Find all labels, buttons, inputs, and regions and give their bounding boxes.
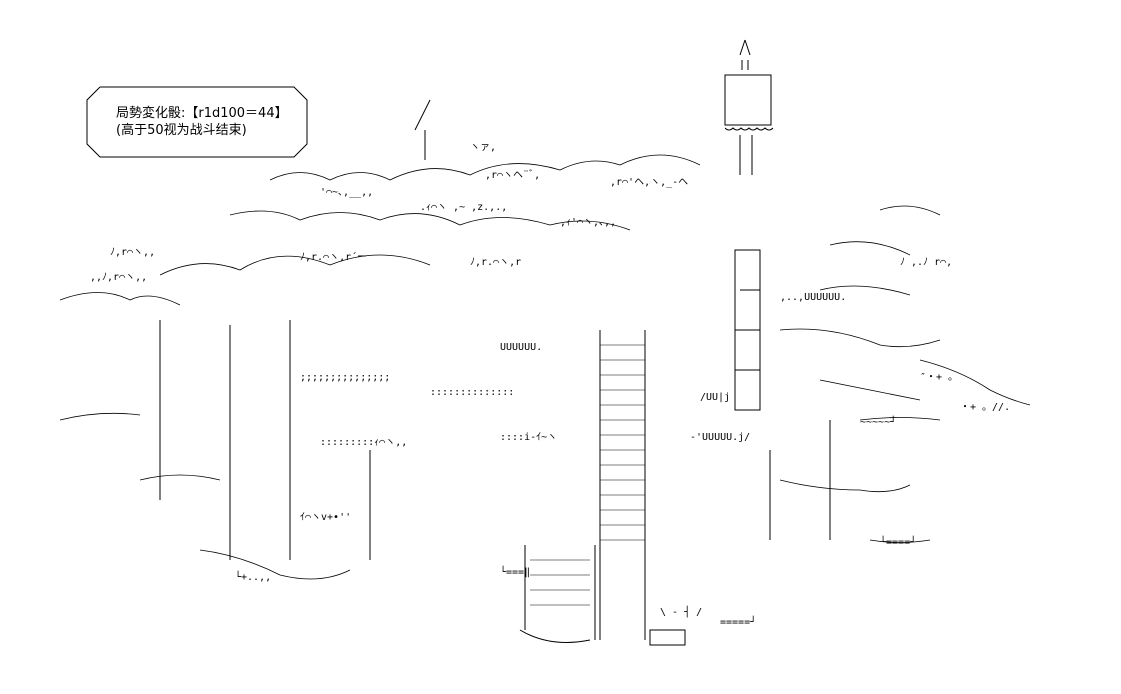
speech-bubble: 局勢変化骰:【r1d100＝44】 (高于50视为战斗结束): [86, 86, 308, 158]
tree-trunks: [159, 320, 831, 560]
svg-text:,ｨ'⌒ヽ,､,,: ,ｨ'⌒ヽ,､,,: [560, 217, 616, 228]
speech-bubble-border: [86, 86, 308, 158]
svg-text:ﾉ ,.ﾉ r⌒,: ﾉ ,.ﾉ r⌒,: [900, 257, 952, 268]
svg-text:″・+ 。: ″・+ 。: [920, 372, 958, 383]
svg-text:,..,UUUUUU.: ,..,UUUUUU.: [780, 292, 846, 303]
svg-text:'⌒~､,__,,: '⌒~､,__,,: [320, 187, 373, 198]
dice-rule-text: (高于50视为战斗结束): [116, 123, 247, 138]
svg-text:ﾉ,r⌒ヽ,,: ﾉ,r⌒ヽ,,: [110, 247, 155, 258]
svg-text:・+ 。//.: ・+ 。//.: [960, 402, 1010, 413]
svg-text:ﾉ,r.⌒ヽ,r: ﾉ,r.⌒ヽ,r: [470, 257, 521, 268]
foliage-marks: ヽァ, ,r⌒ヽヘ¨ﾞ, ,r⌒'ヘ,ヽ,_-ヘ '⌒~､,__,, .ｨ⌒ヽ …: [90, 142, 1010, 628]
svg-text:ﾉ,r.⌒ヽ,r´ー: ﾉ,r.⌒ヽ,r´ー: [300, 251, 367, 263]
svg-text:ｲ⌒ヽv+•'': ｲ⌒ヽv+•'': [300, 512, 351, 523]
svg-text:,r⌒ヽヘ¨ﾞ,: ,r⌒ヽヘ¨ﾞ,: [485, 169, 540, 181]
svg-text:└+..,,: └+..,,: [235, 570, 271, 583]
svg-text:.ｨ⌒ヽ ,~ ,z.,.,: .ｨ⌒ヽ ,~ ,z.,.,: [420, 202, 507, 213]
svg-text:/UU|j: /UU|j: [700, 392, 730, 403]
svg-text:UUUUUU.: UUUUUU.: [500, 342, 542, 353]
svg-text:-'UUUUU.j/: -'UUUUU.j/: [690, 432, 750, 443]
svg-text:::::i-ｲ~ヽ: ::::i-ｲ~ヽ: [500, 432, 557, 443]
svg-text::::::::::ｨ⌒ヽ,,: :::::::::ｨ⌒ヽ,,: [320, 437, 407, 448]
castle-tower: [724, 39, 774, 411]
svg-text:~~~~~┘: ~~~~~┘: [860, 415, 896, 428]
dice-roll-text: 局勢変化骰:【r1d100＝44】: [116, 106, 288, 121]
svg-text:└====┘: └====┘: [880, 535, 916, 548]
svg-text:=====┘: =====┘: [720, 615, 756, 628]
svg-text:,r⌒'ヘ,ヽ,_-ヘ: ,r⌒'ヘ,ヽ,_-ヘ: [610, 177, 688, 188]
stairway-ruins: [414, 99, 686, 646]
svg-text:::::::::::::::: ::::::::::::::: [430, 387, 514, 398]
forest-canopy: [59, 154, 1031, 580]
svg-text:ヽァ,: ヽァ,: [470, 142, 496, 153]
svg-text:\ - ┤ /: \ - ┤ /: [660, 605, 702, 618]
svg-text:,,ﾉ,r⌒ヽ,,: ,,ﾉ,r⌒ヽ,,: [90, 272, 147, 283]
svg-text:;;;;;;;;;;;;;;;: ;;;;;;;;;;;;;;;: [300, 372, 390, 383]
svg-text:└===‖: └===‖: [500, 565, 530, 578]
